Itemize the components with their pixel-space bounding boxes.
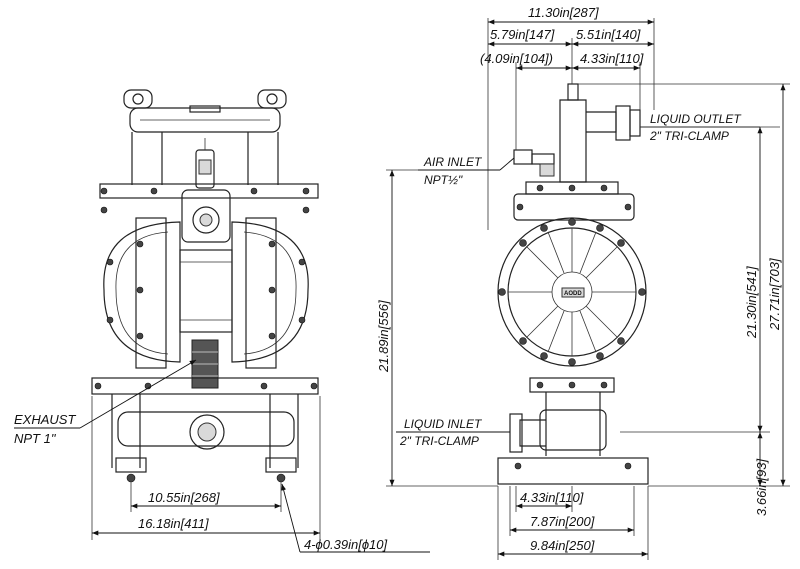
liquid-inlet-size: 2" TRI-CLAMP — [399, 434, 479, 448]
side-view: AODD 11.30in[287] — [376, 5, 790, 560]
lower-flange — [91, 377, 319, 468]
dim-right-upper-text: 5.51in[140] — [576, 27, 641, 42]
upper-flange — [99, 183, 319, 214]
dim-right-lower-text: 4.33in[110] — [580, 51, 644, 66]
left-chamber — [103, 217, 181, 369]
dim-base-center-text: 4.33in[110] — [520, 490, 584, 505]
dim-left-lower-text: (4.09in[104]) — [480, 51, 553, 66]
dim-overall-width: 11.30in[287] — [487, 5, 655, 230]
mount-holes-callout: 4-ϕ0.39in[ϕ10] — [281, 483, 430, 553]
dim-left-upper-text: 5.79in[147] — [490, 27, 555, 42]
liquid-inlet-callout: LIQUID INLET 2" TRI-CLAMP — [396, 417, 510, 448]
dim-air-height-text: 21.89in[556] — [376, 300, 391, 373]
feet — [115, 457, 297, 483]
exhaust-size: NPT 1" — [14, 431, 57, 446]
mount-holes-text: 4-ϕ0.39in[ϕ10] — [304, 537, 388, 552]
dim-outlet-height-text: 21.30in[541] — [744, 266, 759, 339]
air-inlet-callout: AIR INLET NPT½" — [418, 155, 515, 187]
liquid-outlet-callout: LIQUID OUTLET 2" TRI-CLAMP — [640, 112, 760, 143]
liquid-outlet-label: LIQUID OUTLET — [650, 112, 742, 126]
center-block — [179, 249, 233, 333]
chamber-ribs — [508, 228, 636, 356]
top-manifold — [129, 105, 281, 185]
dim-upper-split: 5.79in[147] 5.51in[140] — [488, 27, 654, 84]
air-inlet-fitting — [513, 149, 555, 177]
air-valve — [181, 138, 231, 243]
lifting-lug-right — [257, 89, 287, 109]
front-view: EXHAUST NPT 1" 10.55in[268] 16.18in[411]… — [14, 89, 430, 553]
dim-base-outer: 9.84in[250] — [497, 486, 649, 560]
dim-base-inner: 7.87in[200] — [509, 486, 635, 536]
exhaust-callout: EXHAUST NPT 1" — [14, 359, 197, 446]
dim-base-center: 4.33in[110] — [515, 486, 584, 512]
right-chamber — [231, 217, 309, 369]
dim-inlet-height: 3.66in[93] — [754, 432, 769, 516]
dim-overall-height-text: 27.71in[703] — [767, 258, 782, 331]
dim-base-inner-text: 7.87in[200] — [530, 514, 595, 529]
outlet-riser — [559, 83, 641, 183]
exhaust-label: EXHAUST — [14, 412, 76, 427]
liquid-inlet-label: LIQUID INLET — [404, 417, 483, 431]
liquid-outlet-size: 2" TRI-CLAMP — [649, 129, 729, 143]
dim-base-outer-text: 9.84in[250] — [530, 538, 595, 553]
side-base — [497, 457, 649, 485]
air-inlet-size: NPT½" — [424, 173, 463, 187]
dim-air-height: 21.89in[556] — [376, 169, 498, 487]
dim-outer-width-text: 16.18in[411] — [138, 516, 209, 531]
dim-overall-height: 27.71in[703] — [578, 83, 790, 487]
side-upper-flange — [513, 181, 635, 221]
muffler — [191, 339, 219, 389]
air-inlet-label: AIR INLET — [423, 155, 483, 169]
dim-lower-split: (4.09in[104]) 4.33in[110] — [480, 51, 644, 150]
side-chamber: AODD — [497, 217, 647, 367]
inlet-manifold — [117, 411, 295, 450]
dim-inner-width: 10.55in[268] — [130, 482, 282, 512]
dim-outlet-height: 21.30in[541] — [620, 126, 780, 433]
dim-overall-width-text: 11.30in[287] — [528, 5, 599, 20]
dim-inlet-height-text: 3.66in[93] — [754, 459, 769, 516]
lifting-lug-left — [123, 89, 153, 109]
nameplate-text: AODD — [564, 291, 582, 297]
side-lower-body — [509, 377, 615, 456]
dim-inner-width-text: 10.55in[268] — [148, 490, 220, 505]
dim-outer-width: 16.18in[411] — [91, 396, 321, 540]
